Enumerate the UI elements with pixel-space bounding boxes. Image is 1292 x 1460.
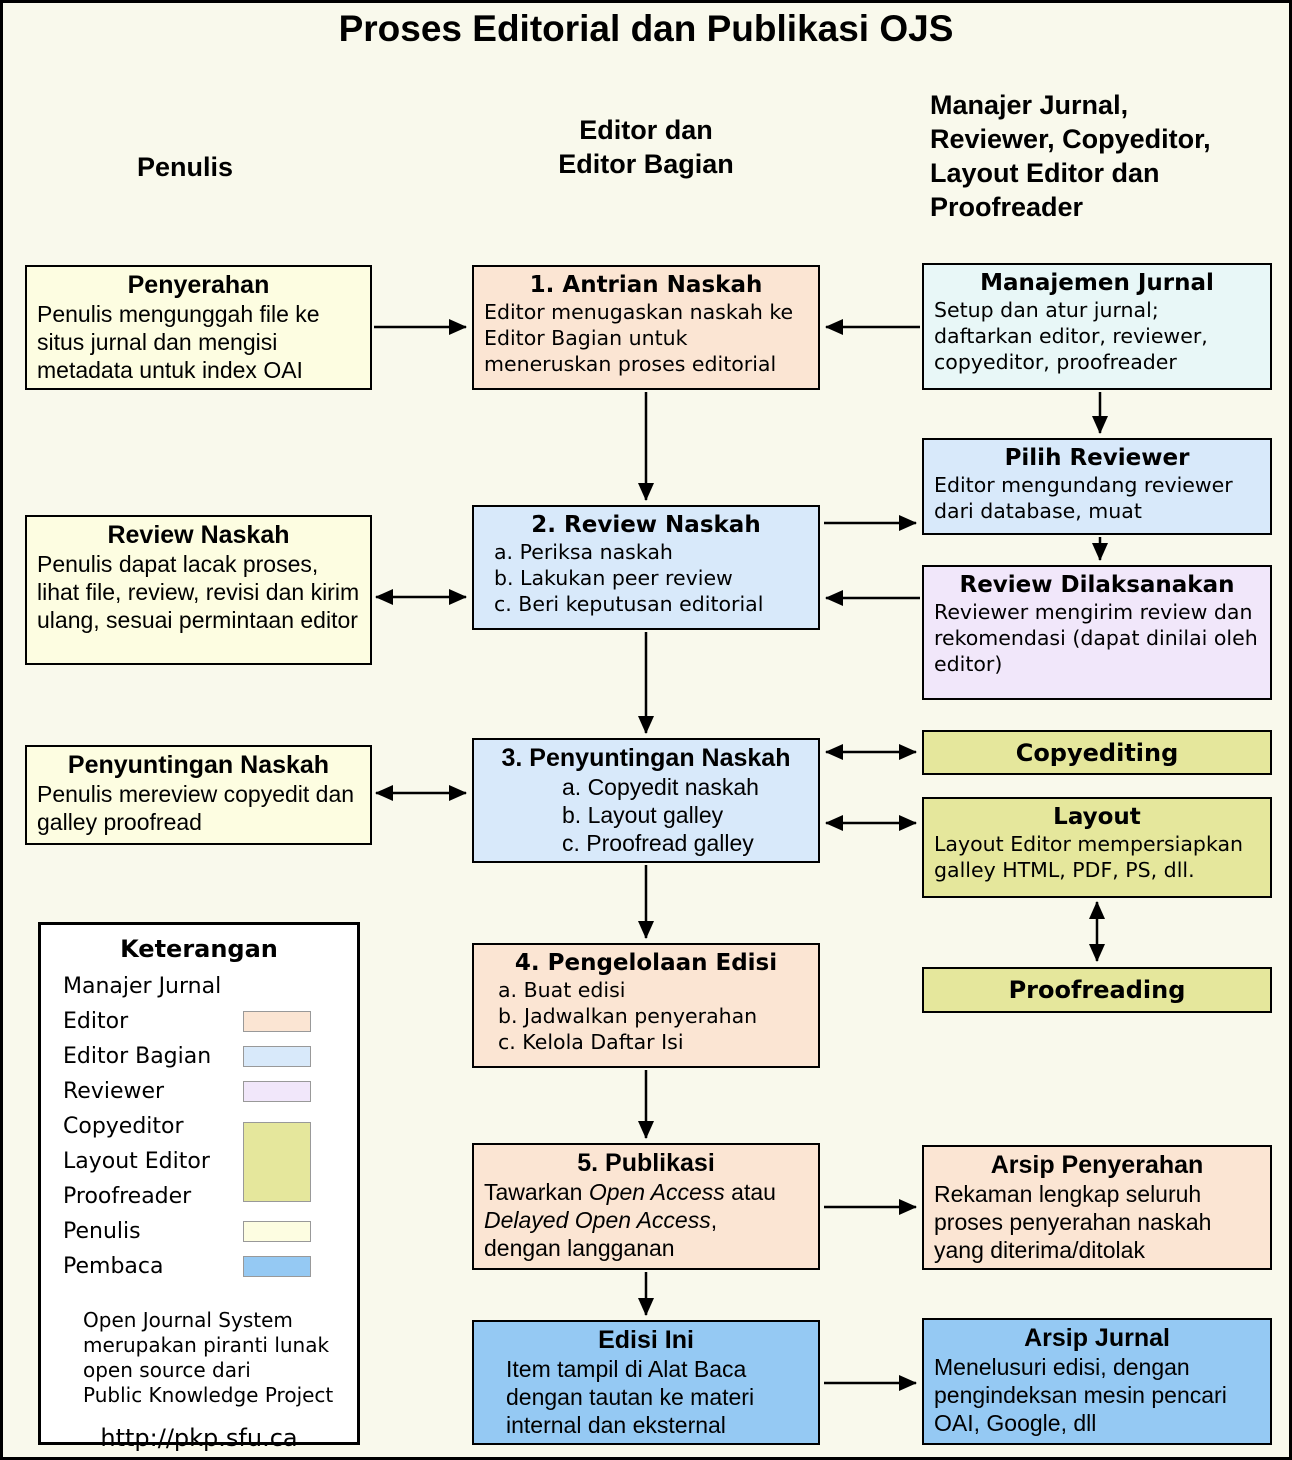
legend-label-editor-bagian: Editor Bagian: [63, 1044, 212, 1069]
box-review-dilaksanakan: Review Dilaksanakan Reviewer mengirim re…: [922, 565, 1272, 700]
footer-line: Open Journal System: [83, 1308, 293, 1332]
box-penyuntingan-naskah: 3. Penyuntingan Naskah a. Copyedit naska…: [472, 738, 820, 863]
column-header-editor: Editor dan Editor Bagian: [462, 113, 830, 181]
header-line: Layout Editor dan: [930, 158, 1160, 188]
legend: Keterangan Manajer Jurnal Editor Editor …: [38, 922, 360, 1452]
header-line: Reviewer, Copyeditor,: [930, 124, 1211, 154]
list-item: b. Layout galley: [562, 802, 724, 828]
list-item: c. Beri keputusan editorial: [494, 592, 764, 616]
box-title: 1. Antrian Naskah: [529, 272, 763, 298]
legend-label-pembaca: Pembaca: [63, 1254, 164, 1279]
list-item: a. Copyedit naskah: [562, 774, 759, 800]
list-item: c. Kelola Daftar Isi: [498, 1030, 684, 1054]
box-body: Penulis mereview copyedit dan galley pro…: [37, 781, 355, 835]
box-title: Review Naskah: [107, 521, 290, 549]
legend-label-layout-editor: Layout Editor: [63, 1149, 210, 1174]
legend-swatch-editor-bagian: [243, 1046, 311, 1067]
box-layout: Layout Layout Editor mempersiapkan galle…: [922, 797, 1272, 898]
box-manajemen-jurnal: Manajemen Jurnal Setup dan atur jurnal; …: [922, 263, 1272, 390]
footer-line: Public Knowledge Project: [83, 1383, 334, 1407]
page-title: Proses Editorial dan Publikasi OJS: [338, 8, 954, 49]
footer-line: open source dari: [83, 1358, 251, 1382]
legend-swatch-reviewer: [243, 1081, 311, 1102]
box-title: Arsip Penyerahan: [990, 1151, 1204, 1179]
box-title: Copyediting: [1015, 738, 1179, 767]
box-body: Rekaman lengkap seluruh proses penyeraha…: [934, 1181, 1212, 1263]
box-title: 5. Publikasi: [577, 1149, 715, 1177]
box-body: a. Copyedit naskah b. Layout galley c. P…: [484, 773, 808, 857]
list-item: c. Proofread galley: [562, 830, 754, 856]
box-copyediting: Copyediting: [922, 730, 1272, 775]
legend-label-proofreader: Proofreader: [63, 1184, 192, 1209]
box-title: Manajemen Jurnal: [980, 270, 1214, 296]
legend-swatch-copyeditor-group: [243, 1121, 311, 1202]
box-body: Setup dan atur jurnal; daftarkan editor,…: [934, 298, 1208, 374]
column-header-penulis: Penulis: [136, 152, 234, 182]
box-body: a. Periksa naskah b. Lakukan peer review…: [484, 539, 808, 617]
header-line: Manajer Jurnal,: [930, 90, 1129, 120]
box-title: Arsip Jurnal: [1024, 1324, 1170, 1352]
box-body: Reviewer mengirim review dan rekomendasi…: [934, 600, 1258, 676]
list-item: b. Lakukan peer review: [494, 566, 733, 590]
box-title: 4. Pengelolaan Edisi: [514, 950, 778, 976]
footer-line: merupakan piranti lunak: [83, 1333, 330, 1357]
box-title: Review Dilaksanakan: [959, 572, 1235, 598]
legend-footer: Open Journal System merupakan piranti lu…: [41, 1308, 357, 1408]
box-body: Layout Editor mempersiapkan galley HTML,…: [934, 832, 1244, 882]
legend-url: http://pkp.sfu.ca: [100, 1424, 298, 1452]
box-penyuntingan-naskah-penulis: Penyuntingan Naskah Penulis mereview cop…: [25, 745, 372, 845]
box-body: a. Buat edisi b. Jadwalkan penyerahan c.…: [484, 977, 808, 1055]
legend-title: Keterangan: [120, 935, 278, 963]
box-review-naskah: 2. Review Naskah a. Periksa naskah b. La…: [472, 505, 820, 630]
box-body: Editor menugaskan naskah ke Editor Bagia…: [484, 300, 794, 376]
header-line: Editor Bagian: [558, 149, 734, 179]
list-item: a. Periksa naskah: [494, 540, 673, 564]
legend-label-penulis: Penulis: [63, 1219, 141, 1244]
box-antrian-naskah: 1. Antrian Naskah Editor menugaskan nask…: [472, 265, 820, 390]
legend-label-reviewer: Reviewer: [63, 1079, 165, 1104]
legend-swatch-pembaca: [243, 1256, 311, 1277]
column-header-manajer: Manajer Jurnal, Reviewer, Copyeditor, La…: [930, 88, 1280, 224]
box-arsip-penyerahan: Arsip Penyerahan Rekaman lengkap seluruh…: [922, 1145, 1272, 1270]
header-line: Proofreader: [930, 192, 1084, 222]
box-title: Proofreading: [1008, 976, 1186, 1004]
box-body: Item tampil di Alat Baca dengan tautan k…: [506, 1356, 755, 1438]
legend-swatch-editor: [243, 1011, 311, 1032]
box-title: Penyuntingan Naskah: [67, 751, 330, 779]
legend-label-copyeditor: Copyeditor: [63, 1114, 184, 1139]
box-body: Editor mengundang reviewer dari database…: [934, 473, 1233, 523]
legend-label-editor: Editor: [63, 1009, 129, 1034]
box-arsip-jurnal: Arsip Jurnal Menelusuri edisi, dengan pe…: [922, 1318, 1272, 1445]
box-penyerahan: Penyerahan Penulis mengunggah file ke si…: [25, 265, 372, 390]
box-pengelolaan-edisi: 4. Pengelolaan Edisi a. Buat edisi b. Ja…: [472, 943, 820, 1068]
box-title: 2. Review Naskah: [531, 512, 761, 538]
box-body: Penulis mengunggah file ke situs jurnal …: [37, 301, 320, 383]
box-body: Penulis dapat lacak proses, lihat file, …: [37, 551, 360, 633]
header-line: Editor dan: [579, 115, 713, 145]
box-title: 3. Penyuntingan Naskah: [501, 744, 791, 772]
box-pilih-reviewer: Pilih Reviewer Editor mengundang reviewe…: [922, 438, 1272, 535]
legend-swatch-penulis: [243, 1221, 311, 1242]
box-title: Pilih Reviewer: [1004, 445, 1190, 471]
list-item: b. Jadwalkan penyerahan: [498, 1004, 758, 1028]
box-body: Menelusuri edisi, dengan pengindeksan me…: [934, 1354, 1227, 1436]
box-title: Penyerahan: [127, 271, 270, 299]
box-edisi-ini: Edisi Ini Item tampil di Alat Baca denga…: [472, 1320, 820, 1445]
box-title: Layout: [1053, 804, 1141, 830]
legend-grid: Manajer Jurnal Editor Editor Bagian Revi…: [41, 969, 357, 1284]
box-review-naskah-penulis: Review Naskah Penulis dapat lacak proses…: [25, 515, 372, 665]
box-proofreading: Proofreading: [922, 967, 1272, 1013]
box-title: Edisi Ini: [598, 1326, 694, 1354]
list-item: a. Buat edisi: [498, 978, 626, 1002]
legend-label-manajer-jurnal: Manajer Jurnal: [63, 974, 222, 999]
